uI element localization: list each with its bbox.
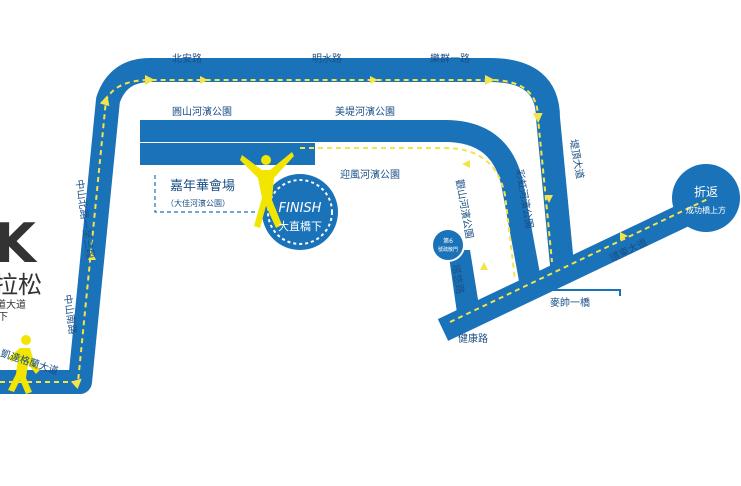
label-lequn1: 樂群一路: [430, 52, 470, 65]
yuanshan-band-upper: [140, 120, 315, 142]
label-yingfeng-park: 迎風河濱公園: [340, 168, 400, 181]
route-arrow-icon: [88, 76, 628, 270]
label-carnival-sub: （大佳河濱公園）: [166, 198, 230, 208]
label-jinshi-bridge: 麥帥一橋: [550, 296, 590, 309]
bridge-bracket: [537, 289, 621, 296]
runner-finish-body: [240, 152, 294, 228]
route-arrow-icon-1: [88, 252, 96, 260]
label-finish: FINISH: [279, 201, 322, 216]
route-outer: [0, 74, 553, 390]
label-mingshui: 明水路: [312, 52, 342, 65]
route-dashes: [0, 74, 711, 390]
label-turnaround: 折返: [694, 184, 718, 199]
label-turnaround-sub: 成功橋上方: [686, 205, 726, 215]
label-finish-sub: 大直橋下: [278, 219, 322, 233]
gate-6-marker: [431, 228, 465, 262]
label-dike-avenue: 堤頂大道: [567, 138, 587, 180]
turnaround-circle: [672, 164, 740, 232]
title-sub-line2: 下: [0, 312, 8, 323]
carnival-outline: [154, 175, 262, 213]
route-arrow-icon-5: [620, 232, 628, 240]
runner-body: [8, 348, 40, 394]
route-huandong: [449, 197, 711, 323]
label-yuanshan-park: 圓山河濱公園: [172, 105, 232, 118]
label-meiti-park: 美堤河濱公園: [335, 105, 395, 118]
route-arrow-icon-2: [200, 76, 208, 84]
route-arrow-icon-4: [545, 195, 553, 203]
label-gate-line2: 號疏散門: [438, 246, 458, 253]
title-fragment: 拉松: [0, 271, 42, 299]
label-beian: 北安路: [172, 52, 202, 65]
title-sub-line1: 道大道: [0, 298, 26, 311]
route-inner: [300, 147, 516, 281]
label-carnival-name: 嘉年華會場: [170, 179, 235, 194]
title-big-letter: K: [0, 212, 38, 275]
runner-finish-icon: [240, 152, 294, 228]
route-arrow-icon-7: [480, 262, 488, 270]
route-arrow-icon-3: [370, 76, 378, 84]
runner-head: [21, 335, 31, 345]
runner-finish-head: [261, 155, 271, 165]
route-arrow-icon-6: [462, 160, 470, 168]
label-gate-line1: 第6: [443, 237, 453, 245]
label-jiankang-road: 健康路: [458, 332, 488, 345]
runner-icon: [8, 335, 40, 394]
